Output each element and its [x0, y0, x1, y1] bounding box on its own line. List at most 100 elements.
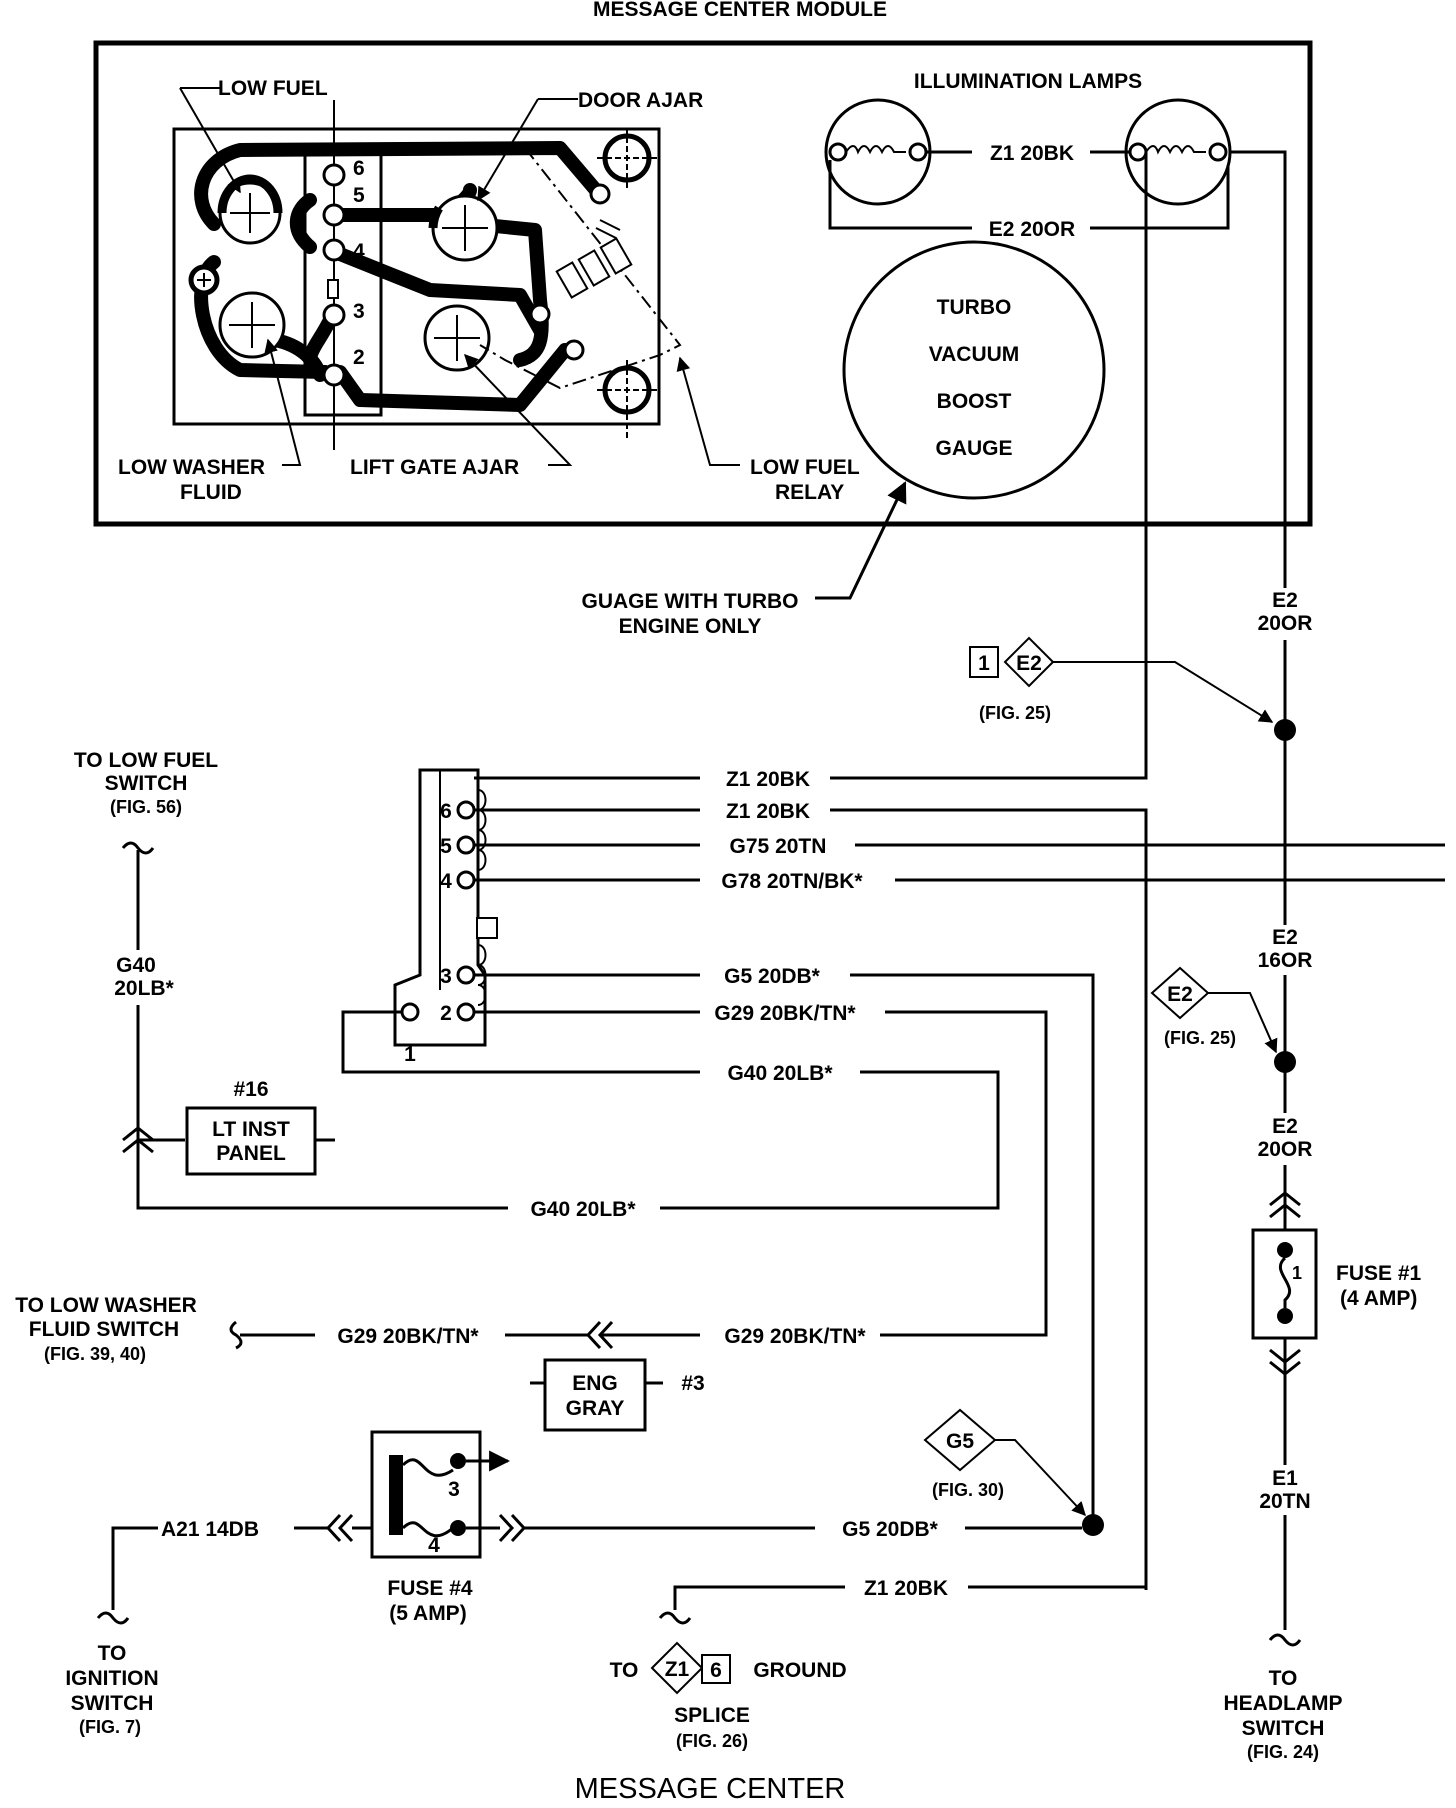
- splice-z1-label: Z1: [665, 1658, 690, 1681]
- low-washer-lamp-icon: [218, 291, 286, 359]
- washer-switch-2: FLUID SWITCH: [29, 1318, 179, 1341]
- ign-switch-1: TO: [98, 1642, 127, 1665]
- conn-pin-1: 1: [404, 1043, 416, 1066]
- eng-gray-connector: [543, 1358, 647, 1432]
- ign-switch-3: SWITCH: [71, 1692, 154, 1715]
- ground-to: TO: [610, 1659, 639, 1682]
- board-pin-4: [322, 238, 346, 262]
- ground-fig: (FIG. 26): [676, 1731, 748, 1751]
- message-center-connector: [393, 768, 498, 1047]
- ground-label: GROUND: [753, 1659, 846, 1682]
- e2-c-line2: 20OR: [1258, 1138, 1313, 1161]
- g40-vert-1: G40: [116, 954, 156, 977]
- conn-pin-4: 4: [440, 870, 452, 893]
- wire-g75: G75 20TN: [730, 835, 827, 858]
- circuit-board: [172, 100, 682, 450]
- splice-dot-e2-mid: [1274, 1051, 1296, 1073]
- door-ajar-lamp-icon: [428, 194, 499, 262]
- module-frame: [93, 40, 1313, 527]
- e2-b-line1: E2: [1272, 926, 1298, 949]
- headlamp-switch-3: SWITCH: [1242, 1717, 1325, 1740]
- relay-coil-icon: [555, 219, 633, 299]
- mount-screw-top-icon: [597, 128, 657, 190]
- lamp-wire-z1-label: Z1 20BK: [990, 142, 1074, 165]
- mount-screw-bottom-icon: [597, 360, 657, 438]
- low-fuel-lamp-icon: [217, 174, 283, 245]
- splice-dot-g5: [1082, 1514, 1104, 1536]
- relay-pin-c: [563, 339, 585, 361]
- eng-num: #3: [681, 1372, 704, 1395]
- splice-e2-top-num: 1: [978, 652, 990, 675]
- e2-a-line1: E2: [1272, 589, 1298, 612]
- headlamp-switch-2: HEADLAMP: [1224, 1692, 1343, 1715]
- board-pin-5-label: 5: [353, 184, 365, 207]
- wire-g29-lower-right: G29 20BK/TN*: [724, 1325, 866, 1348]
- board-pin-6: [322, 163, 346, 187]
- board-pin-2-label: 2: [353, 346, 365, 369]
- washer-switch-1: TO LOW WASHER: [15, 1294, 197, 1317]
- gauge-label-2: VACUUM: [929, 343, 1020, 366]
- gauge-label-4: GAUGE: [935, 437, 1012, 460]
- board-pin-4-label: 4: [353, 240, 365, 263]
- wire-g40-bottom: G40 20LB*: [530, 1198, 636, 1221]
- fuse-1-icon: [1251, 1228, 1318, 1340]
- e2-b-line2: 16OR: [1258, 949, 1313, 972]
- fuse-4-pin4: 4: [428, 1534, 440, 1557]
- bottom-title: MESSAGE CENTER: [575, 1773, 846, 1805]
- e2-a-line2: 20OR: [1258, 612, 1313, 635]
- lift-gate-ajar-label: LIFT GATE AJAR: [350, 456, 519, 479]
- low-fuel-switch-1: TO LOW FUEL: [74, 749, 218, 772]
- illumination-lamp-left-icon: [824, 98, 932, 206]
- splice-dot-e2-top: [1274, 719, 1296, 741]
- low-washer-fluid-label-2: FLUID: [180, 481, 242, 504]
- gauge-label-1: TURBO: [937, 296, 1012, 319]
- lt-inst-panel-connector: [185, 1106, 317, 1176]
- fuse-4-label-1: FUSE #4: [387, 1577, 473, 1600]
- top-title: MESSAGE CENTER MODULE: [593, 0, 887, 21]
- lift-gate-lamp-icon: [423, 304, 491, 372]
- lt-inst-label-1: LT INST: [212, 1118, 290, 1141]
- low-fuel-label: LOW FUEL: [218, 77, 328, 100]
- door-ajar-label: DOOR AJAR: [578, 89, 703, 112]
- splice-e2-top-label: E2: [1016, 652, 1042, 675]
- splice-z1-num: 6: [710, 1659, 722, 1682]
- gauge-note-1: GUAGE WITH TURBO: [582, 590, 799, 613]
- lt-inst-label-2: PANEL: [216, 1142, 286, 1165]
- splice-g5-label: G5: [946, 1430, 974, 1453]
- wire-g5-lower: G5 20DB*: [842, 1518, 939, 1541]
- splice-e2-mid-label: E2: [1167, 983, 1193, 1006]
- splice-e2-top-box: [969, 646, 999, 678]
- low-washer-fluid-label-1: LOW WASHER: [118, 456, 265, 479]
- headlamp-switch-4: (FIG. 24): [1247, 1742, 1319, 1762]
- splice-e2-mid-ref: (FIG. 25): [1164, 1028, 1236, 1048]
- gauge-label-3: BOOST: [937, 390, 1012, 413]
- wire-g78: G78 20TN/BK*: [721, 870, 863, 893]
- conn-pin-6: 6: [440, 800, 452, 823]
- eng-label-2: GRAY: [566, 1397, 625, 1420]
- splice-e2-top-ref: (FIG. 25): [979, 703, 1051, 723]
- low-fuel-relay-label-1: LOW FUEL: [750, 456, 860, 479]
- gauge-note-2: ENGINE ONLY: [619, 615, 762, 638]
- g40-vert-2: 20LB*: [114, 977, 174, 1000]
- fuse-1-label-2: (4 AMP): [1340, 1287, 1417, 1310]
- lt-inst-num: #16: [233, 1078, 268, 1101]
- splice-z1-box: [701, 1654, 731, 1684]
- wire-z1-a: Z1 20BK: [726, 768, 810, 791]
- turbo-gauge-icon: [842, 240, 1106, 500]
- fuse-4-label-2: (5 AMP): [389, 1602, 466, 1625]
- low-fuel-switch-2: SWITCH: [105, 772, 188, 795]
- ground-splice: SPLICE: [674, 1704, 750, 1727]
- board-pin-3: [322, 303, 346, 327]
- eng-label-1: ENG: [572, 1372, 618, 1395]
- board-pin-3-label: 3: [353, 300, 365, 323]
- board-pin-6-label: 6: [353, 157, 365, 180]
- e2-c-line1: E2: [1272, 1115, 1298, 1138]
- low-fuel-switch-3: (FIG. 56): [110, 797, 182, 817]
- conn-pin-3: 3: [440, 965, 452, 988]
- conn-pin-2: 2: [440, 1002, 452, 1025]
- board-pin-2: [322, 363, 346, 387]
- wire-a21: A21 14DB: [161, 1518, 259, 1541]
- low-fuel-relay-label-2: RELAY: [775, 481, 844, 504]
- wire-z1-b: Z1 20BK: [726, 800, 810, 823]
